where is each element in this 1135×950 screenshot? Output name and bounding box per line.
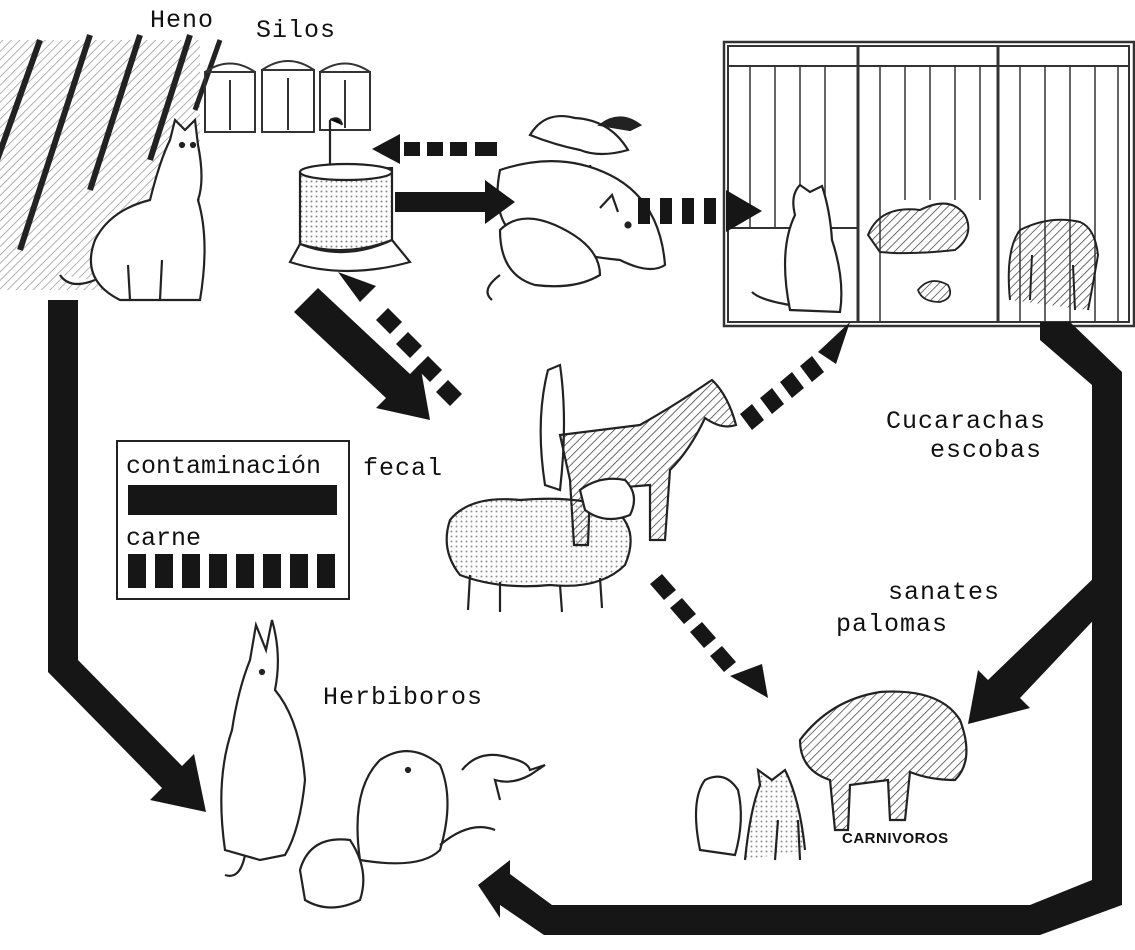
arrow-meat-livestock-to-carnivores: [650, 574, 768, 698]
legend-dashed-arrow-swatch: [128, 554, 338, 588]
label-sanates: sanates: [888, 580, 1000, 605]
label-palomas: palomas: [836, 612, 948, 637]
legend-solid-arrow-swatch: [128, 485, 337, 515]
label-herbiboros: Herbiboros: [323, 685, 483, 710]
livestock-illustration: [447, 365, 736, 612]
arrow-meat-livestock-to-cages: [740, 322, 850, 430]
label-silos: Silos: [256, 18, 336, 43]
arrow-meat-rodents-to-trough: [372, 134, 497, 164]
legend-box: contaminación carne: [116, 440, 350, 600]
label-escobas: escobas: [930, 438, 1042, 463]
legend-fecal-label: contaminación: [126, 454, 321, 479]
legend-meat-label: carne: [126, 526, 201, 551]
farm-scene-illustration: [0, 35, 410, 300]
herbivores-illustration: [221, 620, 545, 908]
label-fecal: fecal: [363, 456, 443, 481]
label-carnivoros: CARNIVOROS: [842, 831, 949, 846]
label-cucarachas: Cucarachas: [886, 409, 1046, 434]
label-heno: Heno: [150, 8, 214, 33]
zoo-cages-illustration: [724, 42, 1134, 326]
silos-illustration: [205, 61, 370, 132]
